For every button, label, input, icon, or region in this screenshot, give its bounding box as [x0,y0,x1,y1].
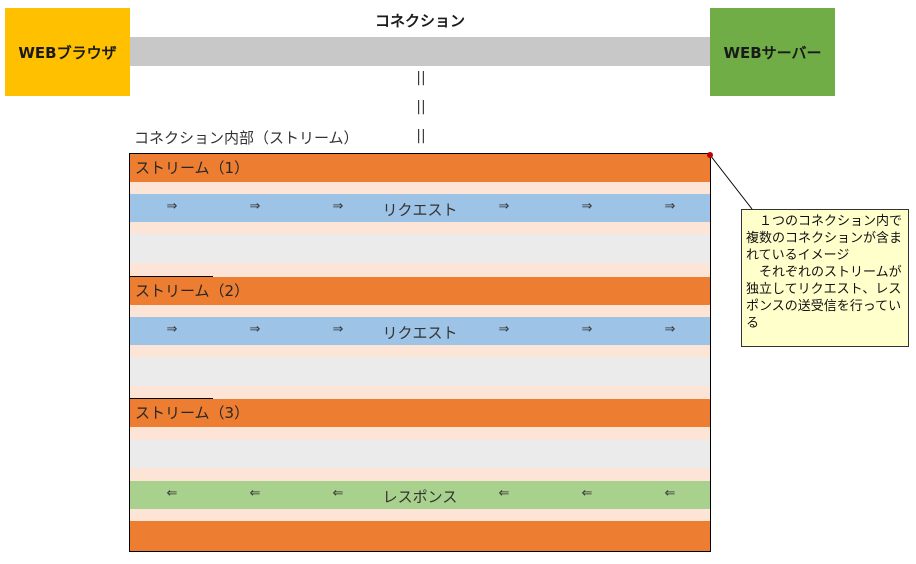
request-arrow: ⇒ [166,322,178,337]
connection-title: コネクション [374,12,465,30]
stream-3-header [130,399,710,427]
separator-1: || [416,70,426,86]
response-arrow: ⇐ [581,486,593,501]
request-arrow: ⇒ [581,322,593,337]
stream-1-request-label: リクエスト [382,201,458,219]
response-arrow: ⇐ [498,486,510,501]
stream-3-label: ストリーム（3） [135,404,250,422]
stream-3-response-label: レスポンス [382,488,458,506]
stream-2-top-line [130,276,213,277]
stream-3-top-line [130,398,213,399]
request-arrow: ⇒ [249,199,261,214]
response-arrow: ⇐ [332,486,344,501]
response-arrow: ⇐ [249,486,261,501]
request-arrow: ⇒ [498,199,510,214]
request-arrow: ⇒ [664,199,676,214]
connection-bar [130,37,710,66]
stream-bottom-band [130,521,710,551]
separator-3: || [416,128,426,144]
response-arrow: ⇐ [166,486,178,501]
stream-2-empty-band [130,357,710,386]
stream-3-response-band [130,481,710,509]
stream-2-request-band [130,317,710,345]
web-server-box: WEBサーバー [710,8,835,96]
request-arrow: ⇒ [498,322,510,337]
web-browser-box: WEBブラウザ [5,8,130,96]
request-arrow: ⇒ [332,322,344,337]
stream-1-label: ストリーム（1） [135,159,250,177]
request-arrow: ⇒ [166,199,178,214]
separator-2: || [416,99,426,115]
response-arrow: ⇐ [664,486,676,501]
stream-1-empty-band [130,234,710,263]
stream-1-request-band [130,194,710,222]
web-browser-label: WEBブラウザ [18,43,117,62]
request-arrow: ⇒ [664,322,676,337]
stream-3-empty-band [130,440,710,468]
web-server-label: WEBサーバー [723,43,822,62]
stream-2-header [130,277,710,305]
connection-inner-label: コネクション内部（ストリーム） [134,129,359,147]
stream-2-label: ストリーム（2） [135,282,250,300]
callout-note: １つのコネクション内で複数のコネクションが含まれているイメージ それぞれのストリ… [741,209,909,347]
stream-1-header [130,154,710,182]
stream-2-request-label: リクエスト [382,324,458,342]
request-arrow: ⇒ [332,199,344,214]
request-arrow: ⇒ [581,199,593,214]
callout-anchor-dot [707,152,713,158]
request-arrow: ⇒ [249,322,261,337]
